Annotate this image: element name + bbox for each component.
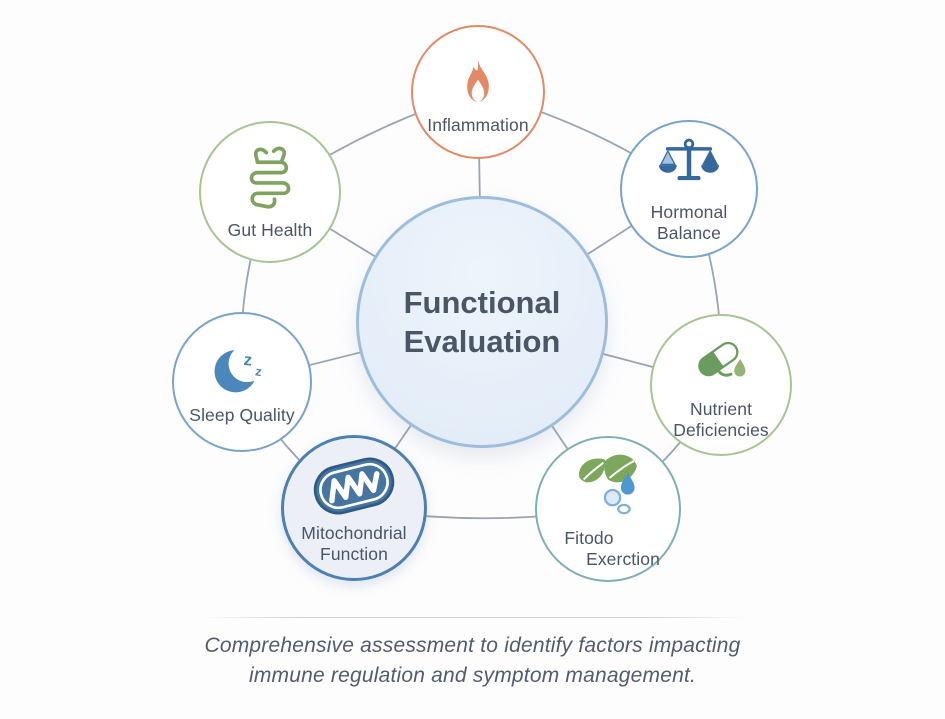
- node-hormonal-balance: Hormonal Balance: [620, 120, 758, 258]
- svg-text:z: z: [254, 363, 263, 379]
- node-fitodo-exerction: Fitodo Exerction: [535, 436, 681, 582]
- node-inflammation: Inflammation: [411, 25, 545, 159]
- svg-text:z: z: [243, 350, 253, 370]
- node-label: Nutrient Deficiencies: [673, 398, 769, 440]
- divider-line: [200, 617, 748, 618]
- node-label: Hormonal Balance: [650, 201, 728, 243]
- node-sleep-quality: z z Sleep Quality: [172, 312, 312, 452]
- caption-text: Comprehensive assessment to identify fac…: [204, 634, 741, 687]
- node-gut-health: Gut Health: [199, 121, 341, 263]
- node-label: Fitodo Exerction: [564, 527, 660, 569]
- moon-icon: z z: [214, 345, 266, 393]
- node-nutrient-deficiencies: Nutrient Deficiencies: [650, 314, 792, 456]
- center-node-label: Functional Evaluation: [403, 285, 561, 359]
- node-label: Sleep Quality: [189, 405, 295, 425]
- mitochondria-icon: [313, 456, 395, 515]
- flame-icon: [467, 59, 489, 102]
- capsule-icon: [698, 341, 746, 377]
- node-label: Mitochondrial Function: [301, 522, 407, 564]
- center-node-functional-evaluation: Functional Evaluation: [356, 196, 608, 448]
- intestines-icon: [249, 146, 291, 209]
- scales-icon: [658, 138, 720, 180]
- node-label: Gut Health: [227, 220, 313, 240]
- node-label: Inflammation: [427, 115, 529, 135]
- leaves-drop-icon: [579, 454, 637, 514]
- node-mitochondrial-function: Mitochondrial Function: [281, 435, 427, 581]
